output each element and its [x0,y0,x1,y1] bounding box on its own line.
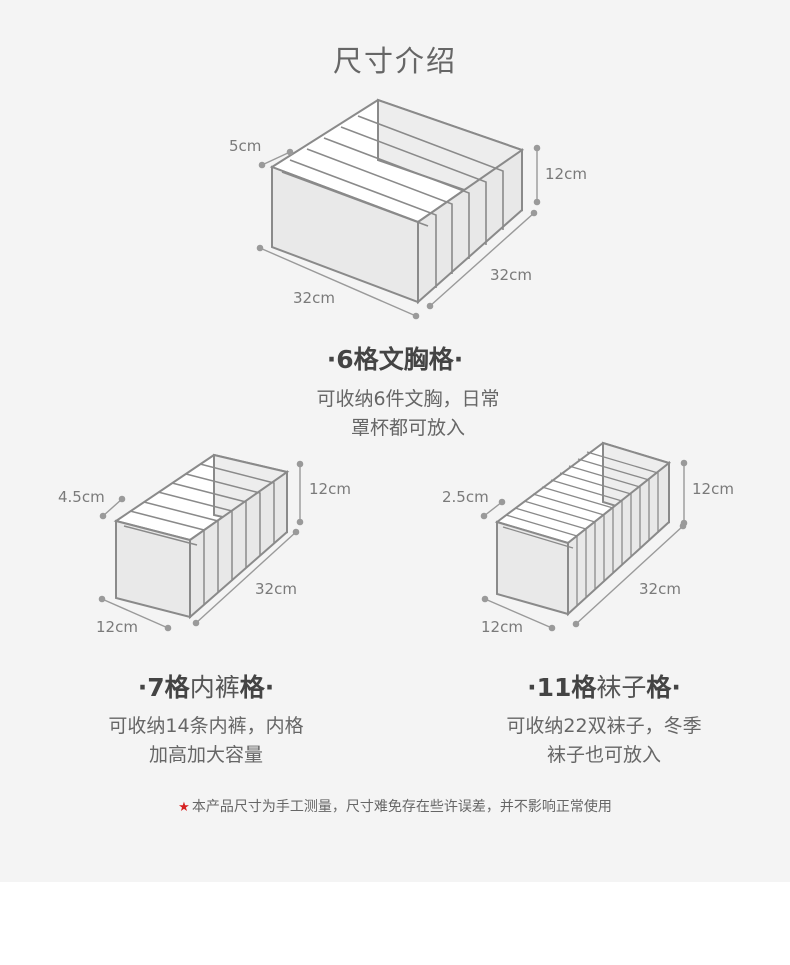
desc-line: 可收纳6件文胸，日常 [316,388,500,410]
dim-cell-width-1: 5cm [229,137,262,155]
heading-name: 内裤 [189,673,240,702]
measurement-note: ★本产品尺寸为手工测量，尺寸难免存在些许误差，并不影响正常使用 [0,796,790,816]
dim-depth-2: 32cm [255,580,297,598]
dim-height-3: 12cm [692,480,734,498]
eleven-cell-box-illustration [480,441,688,632]
six-cell-box-illustration [256,98,541,320]
product-desc-1: 可收纳6件文胸，日常 罩杯都可放入 [0,385,790,443]
product-desc-3: 可收纳22双袜子，冬季 袜子也可放入 [400,712,790,770]
dim-depth-1: 32cm [490,266,532,284]
dim-height-1: 12cm [545,165,587,183]
heading-dot-left: · [527,673,537,702]
heading-name: 袜子 [596,673,647,702]
product-heading-3: ·11格袜子格· [400,668,790,704]
heading-dot-left: · [326,345,337,374]
dim-cell-width-3: 2.5cm [442,488,489,506]
heading-count: 6格 [336,345,379,374]
heading-dot-right: · [671,673,681,702]
desc-line: 可收纳22双袜子，冬季 [506,715,702,737]
dim-width-2: 12cm [96,618,138,636]
heading-count: 7格 [147,673,190,702]
product-heading-1: ·6格文胸格· [0,340,790,376]
dim-depth-3: 32cm [639,580,681,598]
dim-cell-width-2: 4.5cm [58,488,105,506]
star-icon: ★ [178,800,190,815]
heading-dot-right: · [264,673,275,702]
heading-dot-right: · [453,345,464,374]
product-heading-2: ·7格内裤格· [0,668,412,704]
desc-line: 袜子也可放入 [546,744,661,766]
heading-name: 文胸格 [378,345,454,374]
seven-cell-box-illustration [98,453,304,632]
desc-line: 加高加大容量 [148,744,263,766]
desc-line: 罩杯都可放入 [350,417,465,439]
desc-line: 可收纳14条内裤，内格 [108,715,304,737]
page-title: 尺寸介绍 [332,44,457,78]
heading-count: 11格 [536,673,597,702]
dim-width-1: 32cm [293,289,335,307]
heading-tail: 格 [239,673,265,702]
heading-tail: 格 [646,673,672,702]
dim-width-3: 12cm [481,618,523,636]
note-text: 本产品尺寸为手工测量，尺寸难免存在些许误差，并不影响正常使用 [191,799,612,815]
product-desc-2: 可收纳14条内裤，内格 加高加大容量 [0,712,412,770]
heading-dot-left: · [137,673,148,702]
dim-height-2: 12cm [309,480,351,498]
